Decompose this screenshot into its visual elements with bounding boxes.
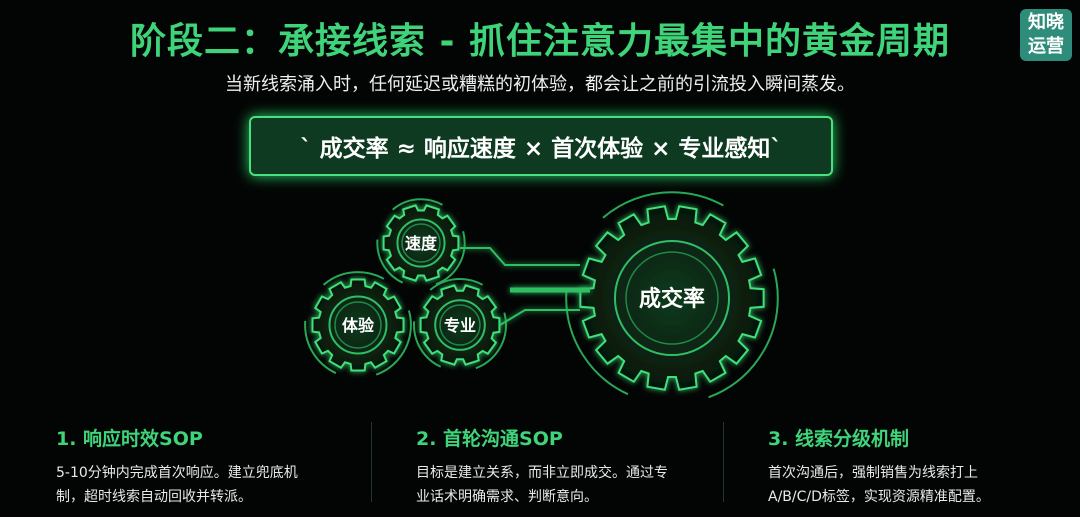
column-heading: 3. 线索分级机制 <box>768 428 910 450</box>
gear-label-speed: 速度 <box>405 234 438 253</box>
gear-conversion <box>565 191 779 405</box>
gear-experience <box>304 271 412 379</box>
formula-box: ` 成交率 ≈ 响应速度 × 首次体验 × 专业感知` <box>249 116 833 176</box>
divider <box>723 422 724 502</box>
gear-label-expertise: 专业 <box>444 316 476 335</box>
column-heading: 1. 响应时效SOP <box>56 428 203 450</box>
column-text: 5-10分钟内完成首次响应。建立兜底机制，超时线索自动回收并转派。 <box>56 465 298 505</box>
column-text: 首次沟通后，强制销售为线索打上A/B/C/D标签，实现资源精准配置。 <box>768 465 990 505</box>
logo: 知晓运营 <box>1020 9 1072 61</box>
connector-lines <box>460 247 590 326</box>
logo-line2: 运营 <box>1028 36 1064 57</box>
column-2: 2. 首轮沟通SOP 目标是建立关系，而非立即成交。通过专业话术明确需求、判断意向… <box>416 424 716 509</box>
column-text: 目标是建立关系，而非立即成交。通过专业话术明确需求、判断意向。 <box>416 465 668 505</box>
subtitle: 当新线索涌入时，任何延迟或糟糕的初体验，都会让之前的引流投入瞬间蒸发。 <box>225 74 855 95</box>
gear-label-conversion: 成交率 <box>639 286 705 312</box>
gear-speed <box>376 198 466 288</box>
column-3: 3. 线索分级机制首次沟通后，强制销售为线索打上A/B/C/D标签，实现资源精准… <box>768 424 1068 509</box>
divider <box>371 422 372 502</box>
gear-expertise <box>413 278 507 372</box>
page-title: 阶段二：承接线索 - 抓住注意力最集中的黄金周期 <box>129 21 950 62</box>
logo-line1: 知晓 <box>1028 12 1064 33</box>
column-1: 1. 响应时效SOP 5-10分钟内完成首次响应。建立兜底机制，超时线索自动回收并… <box>56 424 356 509</box>
gear-label-experience: 体验 <box>342 316 375 335</box>
column-heading: 2. 首轮沟通SOP <box>416 428 563 450</box>
